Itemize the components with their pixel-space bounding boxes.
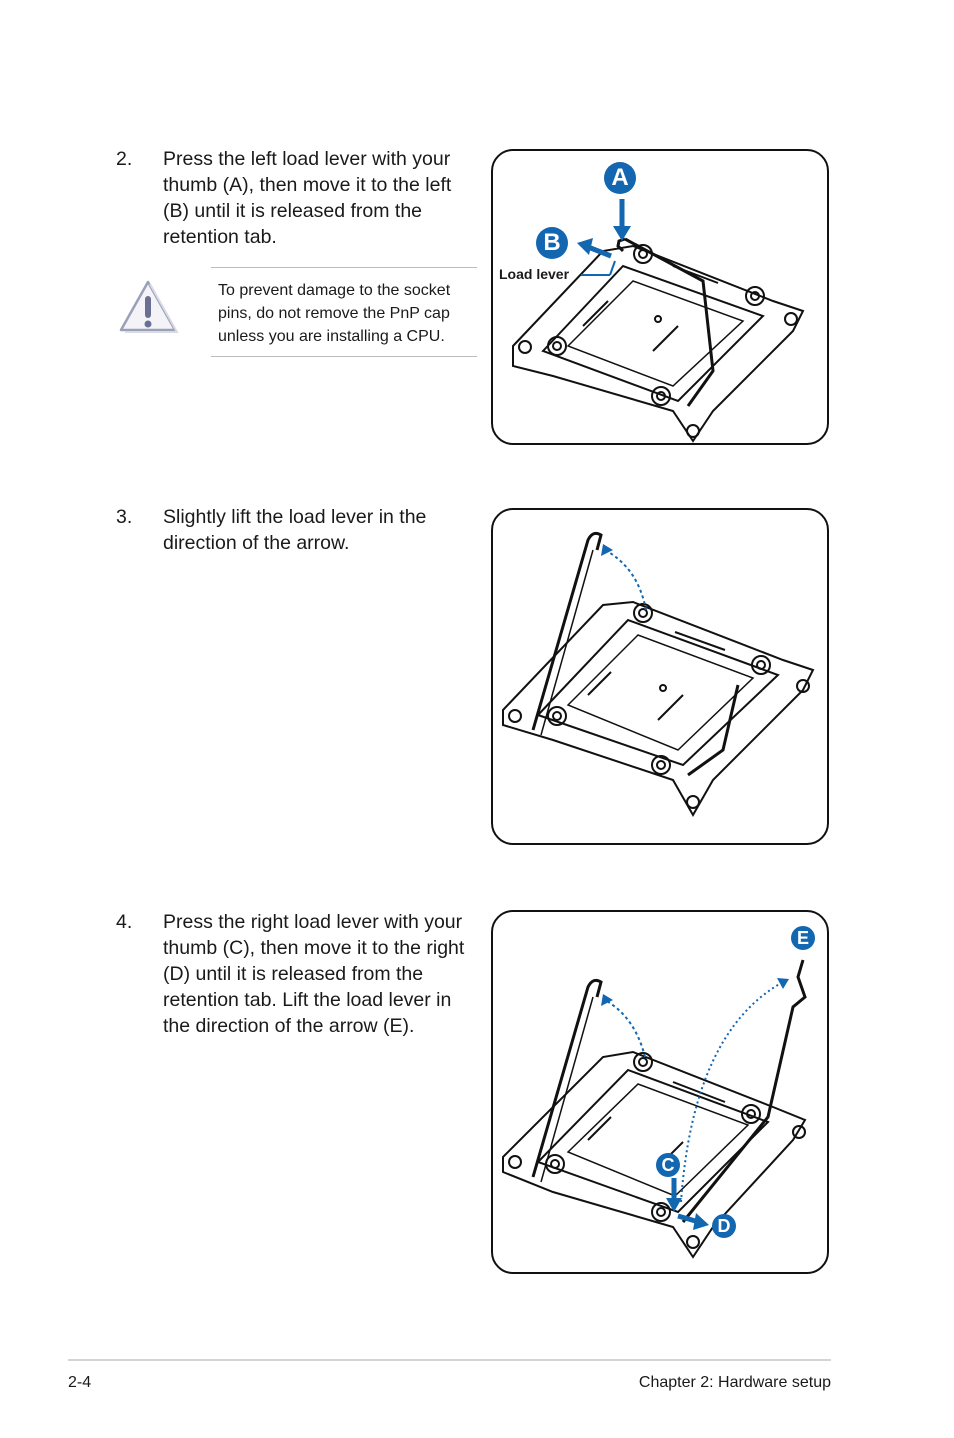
badge-e: E (791, 926, 815, 950)
step-number: 4. (116, 911, 133, 933)
socket-illustration (502, 959, 807, 1259)
step-text: Press the right load lever with your thu… (163, 911, 465, 1037)
load-lever-label: Load lever (499, 266, 570, 282)
figure-release-left-lever: A B Load lever (491, 149, 829, 445)
step-text: Press the left load lever with your thum… (163, 148, 452, 248)
warning-triangle-icon (117, 278, 179, 339)
page-number: 2-4 (68, 1374, 92, 1391)
caution-text: To prevent damage to the socket pins, do… (218, 282, 451, 345)
badge-c: C (656, 1153, 680, 1177)
step-text: Slightly lift the load lever in the dire… (163, 506, 427, 554)
footer-divider (68, 1359, 831, 1361)
figure-release-right-lever: C D E (491, 910, 829, 1274)
step-number: 3. (116, 506, 133, 528)
caution-note: To prevent damage to the socket pins, do… (211, 267, 477, 357)
figure-lift-left-lever (491, 508, 829, 845)
badge-b: B (536, 227, 568, 259)
step-number: 2. (116, 148, 133, 170)
badge-a: A (604, 162, 636, 194)
chapter-title: Chapter 2: Hardware setup (638, 1374, 831, 1391)
socket-illustration (502, 531, 815, 818)
badge-d: D (712, 1214, 736, 1238)
socket-illustration (512, 199, 805, 443)
